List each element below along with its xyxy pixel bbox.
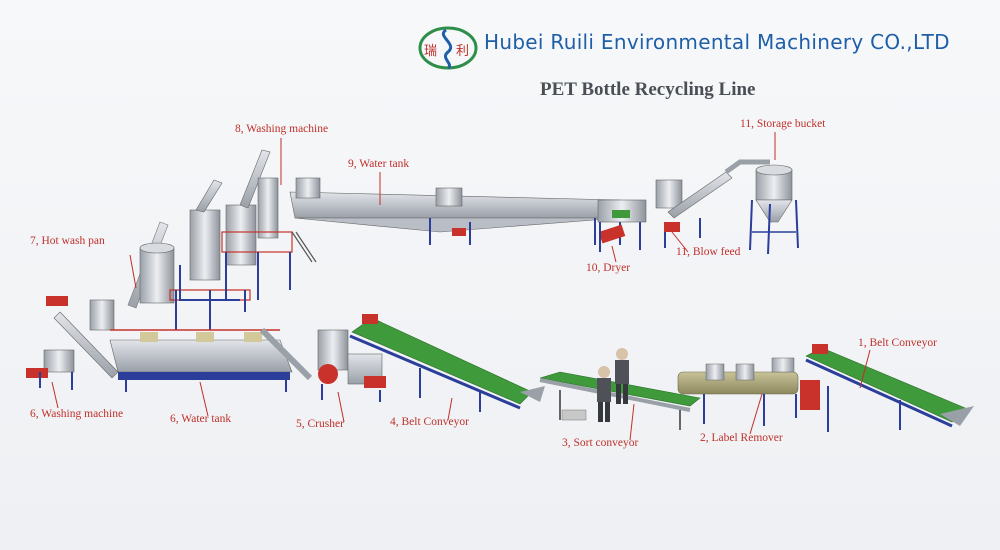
belt-conveyor-1 <box>800 344 974 432</box>
label-belt-conveyor-1: 1, Belt Conveyor <box>858 337 937 349</box>
storage-bucket <box>750 165 798 254</box>
dryer <box>598 200 646 252</box>
label-washing-machine-8: 8, Washing machine <box>235 123 328 135</box>
label-crusher-5: 5, Crusher <box>296 418 344 430</box>
water-tank-9 <box>290 178 620 245</box>
label-belt-conveyor-4: 4, Belt Conveyor <box>390 416 469 428</box>
sort-worker-left <box>597 366 611 422</box>
label-dryer-10: 10, Dryer <box>586 262 630 274</box>
label-water-tank-6: 6, Water tank <box>170 413 231 425</box>
label-label-remover-2: 2, Label Remover <box>700 432 783 444</box>
label-water-tank-9: 9, Water tank <box>348 158 409 170</box>
blow-feed <box>656 162 770 248</box>
label-washing-machine-6: 6, Washing machine <box>30 408 123 420</box>
label-remover <box>678 358 798 426</box>
label-blow-feed-11: 11, Blow feed <box>676 246 740 258</box>
label-hot-wash-pan-7: 7, Hot wash pan <box>30 235 105 247</box>
washing-machine-8 <box>180 150 316 300</box>
label-storage-bucket-11: 11, Storage bucket <box>740 118 825 130</box>
water-tank-6 <box>110 330 310 392</box>
washing-machine-6 <box>26 296 118 390</box>
label-sort-conveyor-3: 3, Sort conveyor <box>562 437 638 449</box>
